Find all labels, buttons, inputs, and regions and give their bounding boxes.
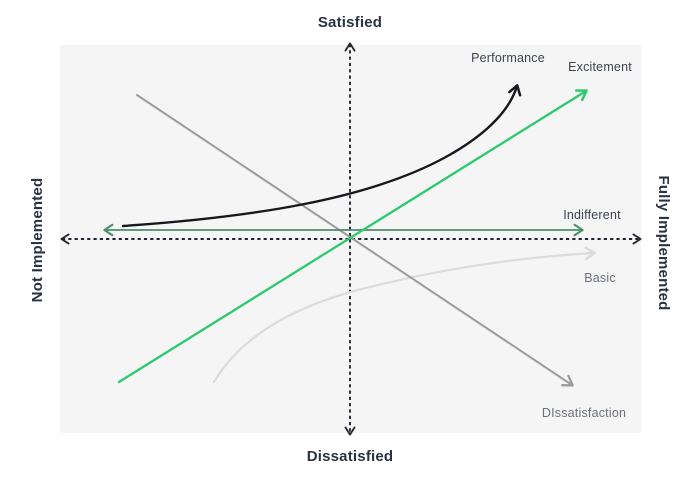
- basic-curve: [212, 246, 596, 384]
- performance-curve: [121, 84, 522, 228]
- axis-label-not-implemented: Not Implemented: [29, 178, 46, 303]
- axis-label-fully-implemented: Fully Implemented: [655, 175, 672, 310]
- axis-label-dissatisfied: Dissatisfied: [307, 448, 394, 465]
- label-performance: Performance: [471, 51, 545, 65]
- excitement-line: [117, 89, 588, 384]
- label-basic: Basic: [584, 271, 616, 285]
- axis-label-satisfied: Satisfied: [318, 14, 382, 31]
- label-excitement: Excitement: [568, 60, 632, 74]
- label-dissatisfaction: DIssatisfaction: [542, 406, 626, 420]
- label-indifferent: Indifferent: [563, 208, 621, 222]
- dissatisfaction-line: [136, 94, 574, 387]
